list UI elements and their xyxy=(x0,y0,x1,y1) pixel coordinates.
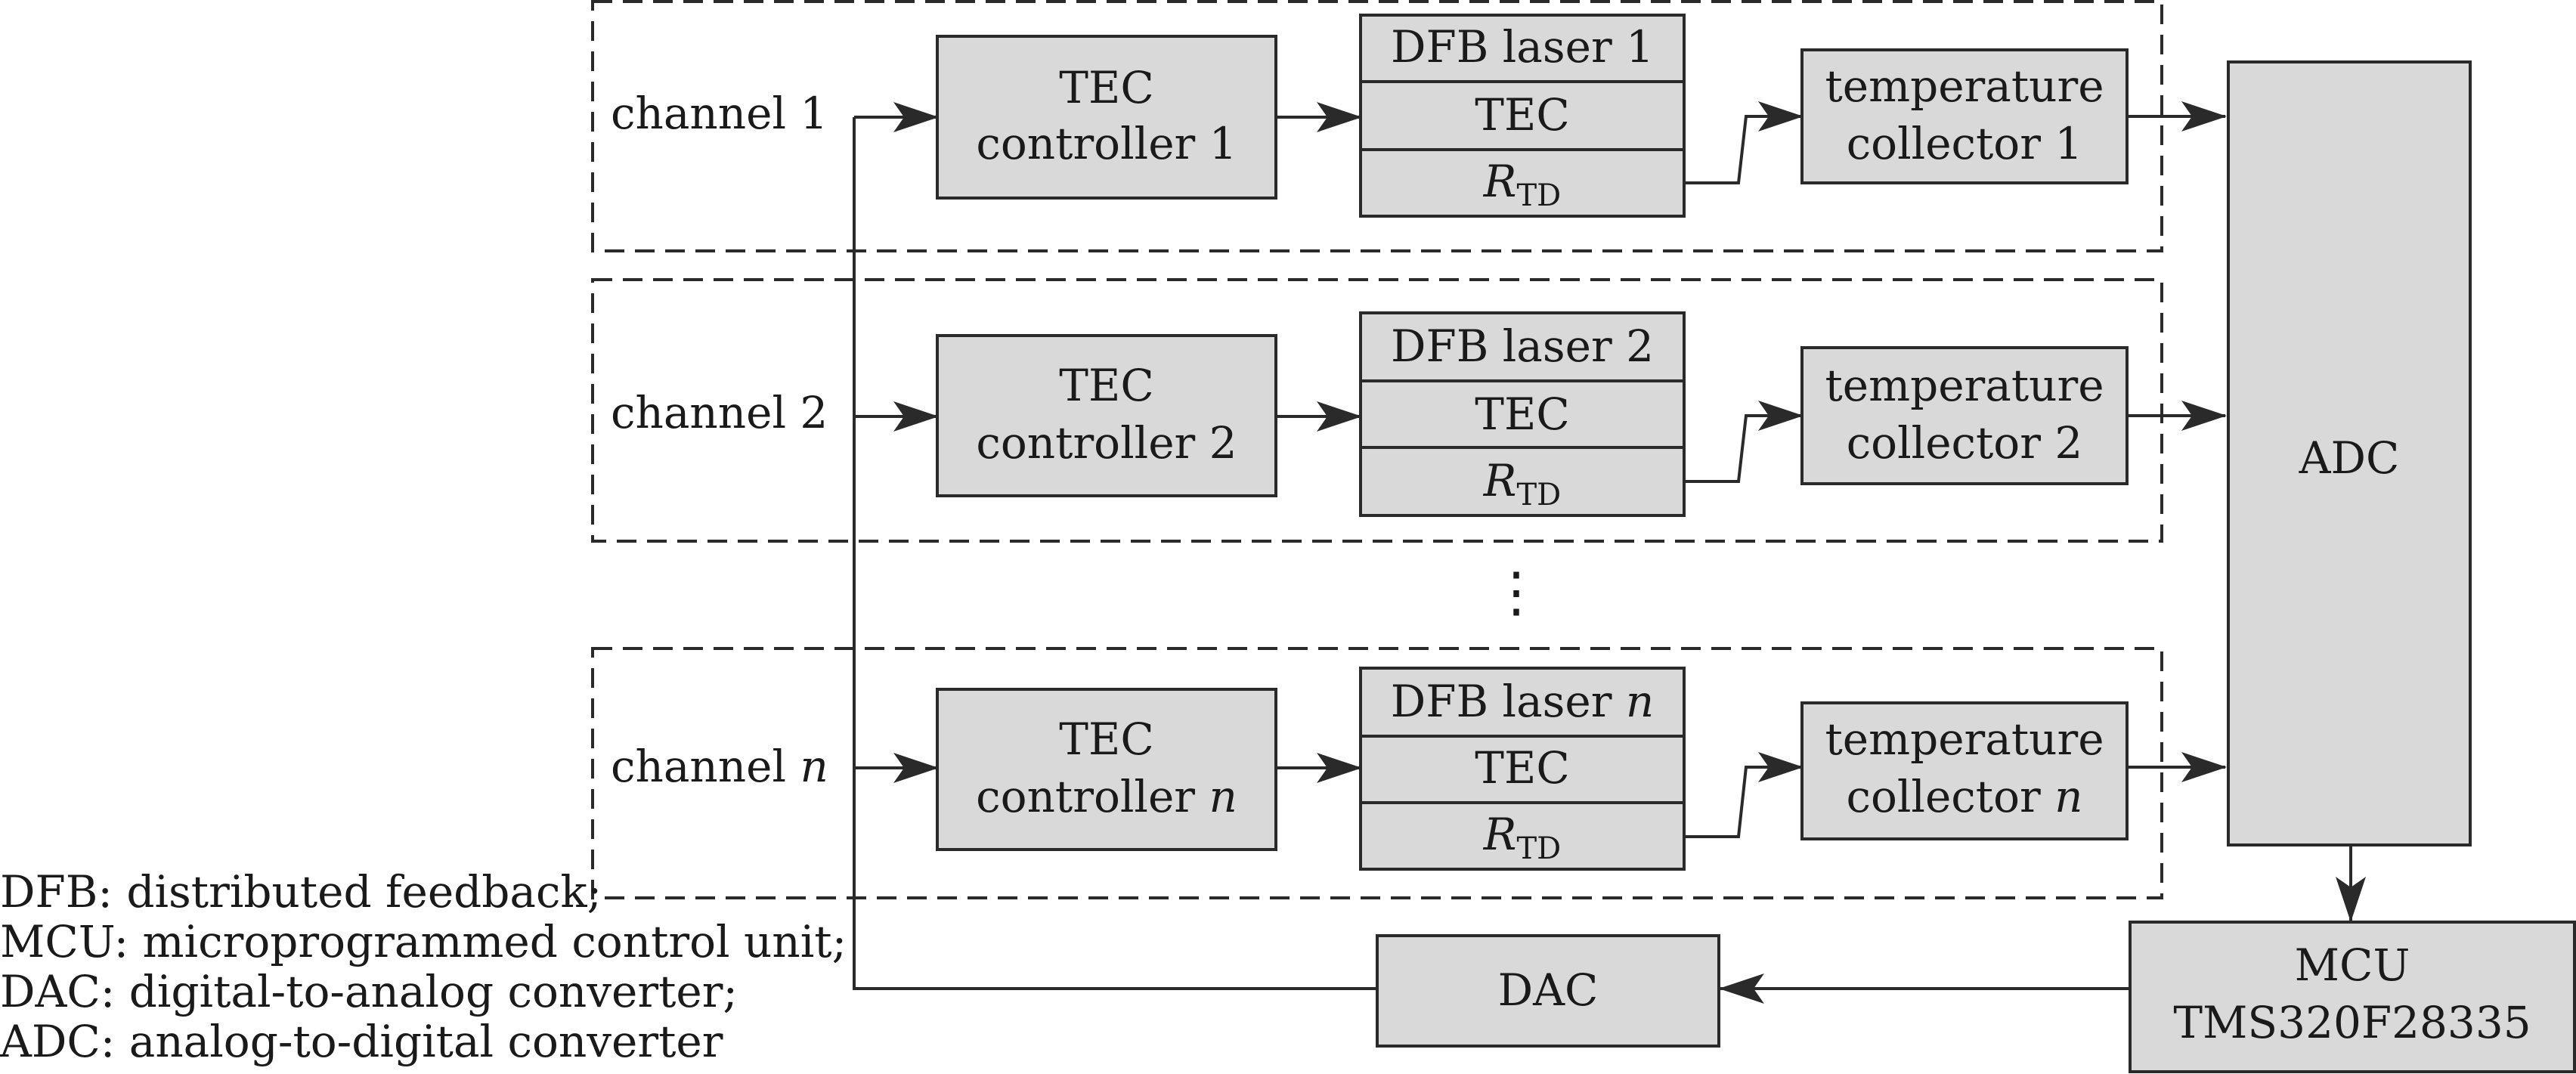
dfb-laser-1-tec: TEC xyxy=(1475,89,1569,141)
tec-controller-1-line1: TEC xyxy=(1059,62,1153,113)
abbreviation-legend: DFB: distributed feedback; MCU: micropro… xyxy=(0,866,847,1067)
arrow-rtd-n-to-collector-n xyxy=(1684,752,1804,838)
temperature-collector-n-block xyxy=(1800,701,2129,840)
tec-controller-1-line2: controller 1 xyxy=(976,118,1237,169)
temperature-collector-1-line2: collector 1 xyxy=(1847,118,2083,169)
dfb-laser-2-title: DFB laser 2 xyxy=(1391,320,1654,372)
tec-controller-1-block xyxy=(936,35,1277,200)
dfb-laser-1-block xyxy=(1359,14,1686,218)
legend-line-dac: DAC: digital-to-analog converter; xyxy=(0,966,738,1017)
dfb-laser-n-title: DFB laser n xyxy=(1391,676,1655,727)
dfb-laser-n-block xyxy=(1359,667,1686,871)
dac-feedback-bus-line xyxy=(853,117,1377,990)
temperature-collector-2-line1: temperature xyxy=(1825,360,2104,411)
tec-controller-n-block xyxy=(936,688,1277,851)
dfb-laser-1-title: DFB laser 1 xyxy=(1391,21,1654,73)
legend-line-dfb: DFB: distributed feedback; xyxy=(0,866,602,918)
legend-line-mcu: MCU: microprogrammed control unit; xyxy=(0,916,847,967)
temperature-collector-n-line1: temperature xyxy=(1825,713,2104,765)
channel-n-label: channel n xyxy=(611,741,828,792)
dfb-laser-2-rtd: RTD xyxy=(1483,455,1561,512)
dac-block xyxy=(1376,934,1720,1048)
channel-1-boundary xyxy=(591,0,2163,252)
temperature-collector-2-block xyxy=(1800,346,2129,485)
tec-controller-2-line1: TEC xyxy=(1059,360,1153,411)
temperature-collector-1-block xyxy=(1800,48,2129,184)
temperature-collector-2-line2: collector 2 xyxy=(1847,417,2083,469)
dac-label: DAC xyxy=(1498,964,1599,1016)
tec-controller-n-line1: TEC xyxy=(1059,713,1153,765)
mcu-title: MCU xyxy=(2295,939,2410,991)
channel-1-group: channel 1 TEC controller 1 DFB laser 1 T… xyxy=(591,0,2227,252)
dfb-laser-n-tec: TEC xyxy=(1475,742,1569,794)
channel-1-label: channel 1 xyxy=(611,88,828,139)
channel-2-label: channel 2 xyxy=(611,387,828,438)
temperature-collector-1-line1: temperature xyxy=(1825,60,2104,112)
channel-n-group: channel n TEC controller n DFB laser n T… xyxy=(591,647,2227,899)
channel-2-group: channel 2 TEC controller 2 DFB laser 2 T… xyxy=(591,278,2227,543)
arrow-rtd-1-to-collector-1 xyxy=(1684,101,1804,184)
dfb-laser-n-rtd: RTD xyxy=(1483,809,1561,866)
channel-ellipsis: ⋮ xyxy=(1489,560,1543,624)
temperature-collector-n-line2: collector n xyxy=(1846,771,2082,822)
adc-label: ADC xyxy=(2299,432,2400,484)
arrow-rtd-2-to-collector-2 xyxy=(1684,401,1804,483)
mcu-block xyxy=(2129,921,2576,1073)
legend-line-adc: ADC: analog-to-digital converter xyxy=(0,1016,723,1067)
dfb-laser-2-tec: TEC xyxy=(1475,388,1569,440)
channel-n-boundary xyxy=(591,647,2163,899)
tec-controller-n-line2: controller n xyxy=(976,771,1237,822)
dfb-laser-1-rtd: RTD xyxy=(1483,156,1561,213)
channel-2-boundary xyxy=(591,278,2163,543)
tec-controller-2-line2: controller 2 xyxy=(976,417,1237,469)
mcu-model: TMS320F28335 xyxy=(2173,997,2531,1048)
